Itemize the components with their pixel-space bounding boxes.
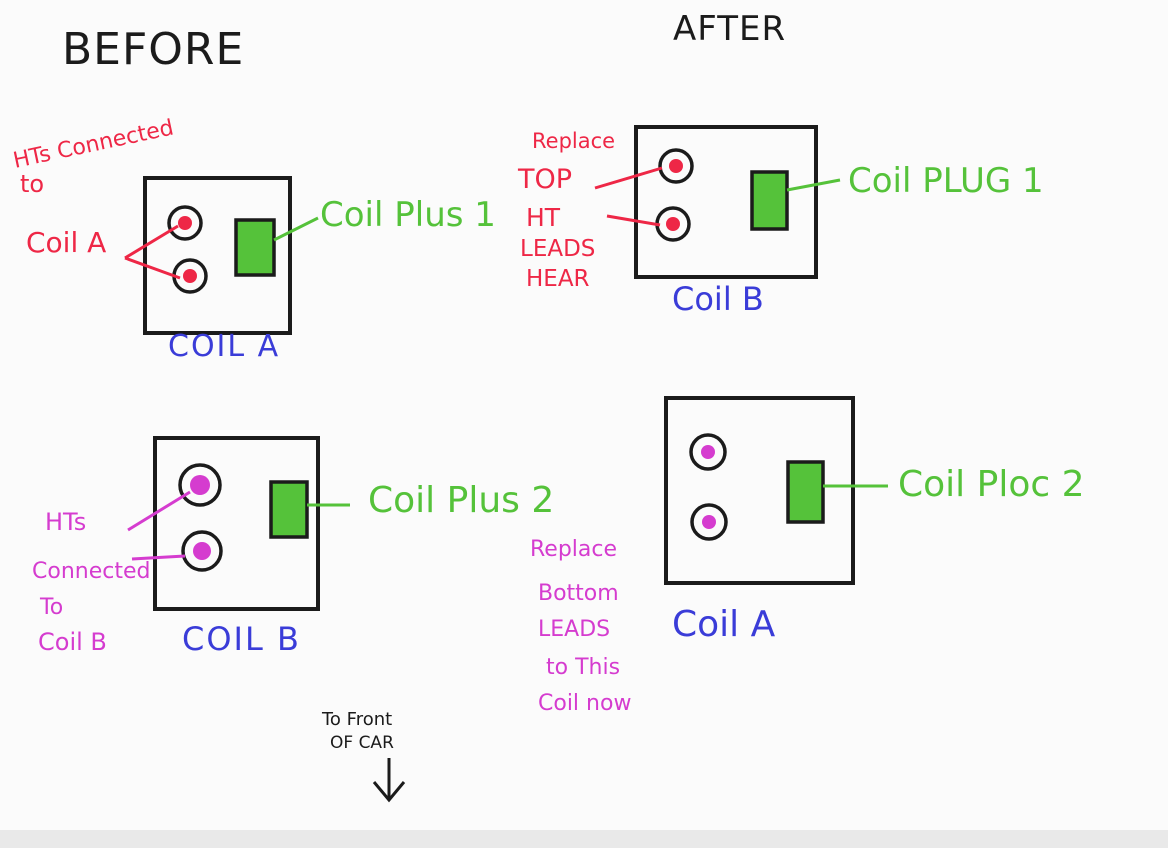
note-line: to	[20, 170, 44, 198]
after-coil-b: Coil PLUG 1 Coil B Replace TOP HT LEADS …	[517, 125, 1044, 318]
note-pointer	[594, 166, 663, 190]
before-coil-a: Coil Plus 1 COIL A HTs Connected to Coil…	[11, 115, 496, 364]
coil-body	[634, 125, 818, 279]
ht-lead-fill	[669, 159, 683, 173]
coil-plug-label: Coil Plus 1	[320, 195, 496, 235]
ht-lead-fill	[183, 269, 197, 283]
plug-socket	[269, 480, 309, 539]
direction-label: OF CAR	[330, 733, 394, 753]
ht-lead-fill	[193, 542, 211, 560]
front-of-car-indicator: To Front OF CAR	[321, 709, 406, 803]
note-line: Coil A	[26, 226, 106, 259]
note-line: Bottom	[538, 581, 619, 606]
note-pointer	[606, 214, 661, 227]
plug-socket	[234, 218, 276, 277]
coil-plug-label: Coil Plus 2	[368, 480, 554, 521]
ht-socket-top	[167, 205, 203, 241]
note-line: Replace	[530, 537, 617, 562]
note-line: HEAR	[526, 266, 590, 292]
before-heading: BEFORE	[62, 24, 244, 75]
note-pointer	[131, 554, 186, 561]
plug-pointer	[786, 178, 841, 192]
ht-lead-fill	[190, 475, 210, 495]
direction-label: To Front	[321, 709, 392, 730]
coil-label: Coil B	[672, 280, 764, 318]
note-line: to This	[546, 655, 620, 680]
coil-label: COIL B	[182, 620, 301, 658]
coil-label: Coil A	[672, 604, 776, 645]
plug-socket	[750, 170, 789, 231]
coil-plug-label: Coil Ploc 2	[898, 464, 1085, 505]
ht-lead-fill	[666, 217, 680, 231]
coil-body	[143, 176, 292, 335]
coil-body	[153, 436, 320, 611]
note-line: LEADS	[520, 236, 595, 262]
note-line: TOP	[517, 164, 572, 195]
ht-lead-fill	[702, 515, 716, 529]
note-line: HTs	[45, 508, 86, 536]
down-arrow-icon	[372, 758, 406, 803]
ht-socket-bottom	[181, 530, 223, 572]
plug-socket	[786, 460, 825, 524]
note-pointer	[124, 224, 179, 260]
ht-socket-top	[178, 463, 222, 507]
ht-lead-fill	[701, 445, 715, 459]
ht-lead-fill	[178, 216, 192, 230]
note-line: HTs Connected	[11, 115, 176, 173]
coil-body	[664, 396, 855, 585]
ht-socket-bottom	[690, 503, 728, 541]
after-heading: AFTER	[673, 9, 786, 49]
note-pointer	[124, 256, 181, 280]
note-line: Coil now	[538, 691, 631, 716]
note-line: To	[39, 595, 63, 620]
ht-socket-top	[658, 148, 694, 184]
before-coil-b: Coil Plus 2 COIL B HTs Connected To Coil…	[32, 436, 554, 658]
coil-plug-label: Coil PLUG 1	[848, 161, 1044, 201]
note-line: LEADS	[538, 617, 610, 642]
coil-label: COIL A	[168, 329, 280, 364]
plug-pointer	[273, 216, 319, 242]
paper-sheet	[0, 0, 1168, 830]
after-coil-a: Coil Ploc 2 Coil A Replace Bottom LEADS …	[530, 396, 1085, 716]
note-pointer	[127, 490, 191, 532]
note-line: HT	[526, 203, 561, 232]
note-line: Coil B	[38, 628, 107, 656]
note-line: Replace	[532, 129, 615, 153]
note-line: Connected	[32, 559, 150, 584]
ht-socket-top	[689, 433, 727, 471]
